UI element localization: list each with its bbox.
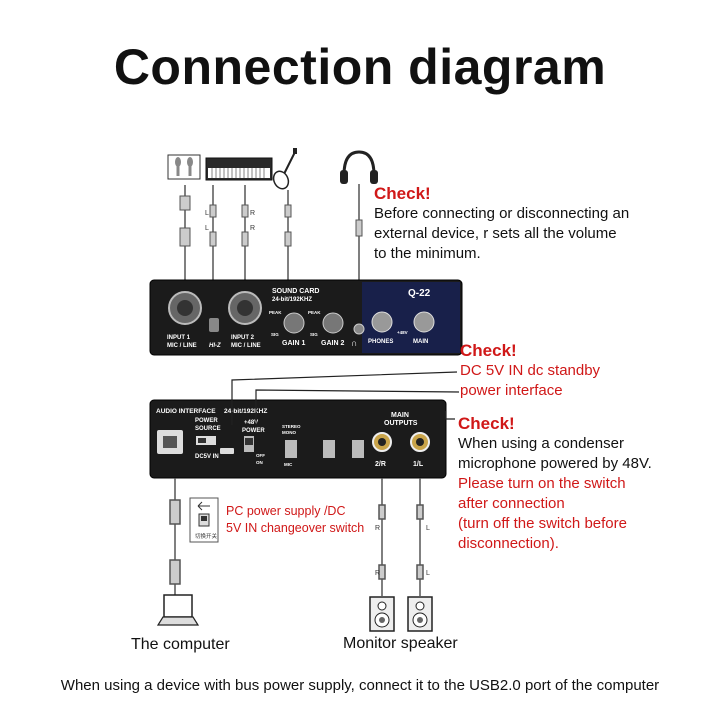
main-label: MAIN <box>413 339 428 345</box>
phantom-label: +48V <box>244 420 258 426</box>
svg-text:R: R <box>375 570 380 577</box>
computer-caption: The computer <box>131 636 230 653</box>
top-cable-labels: L L R R <box>205 210 255 232</box>
note-line: disconnection). <box>458 535 559 552</box>
switch-diagram-icon: 切换开关 <box>189 497 219 543</box>
svg-text:R: R <box>375 525 380 532</box>
outputs-sub-label: OUTPUTS <box>384 420 418 427</box>
front-spec-label: 24-bit/192KHZ <box>272 297 312 303</box>
out-l-label: 1/L <box>413 461 424 468</box>
phones-label: PHONES <box>368 339 393 345</box>
hiz-switch <box>209 318 219 332</box>
note-line: external device, r sets all the volume <box>374 225 617 242</box>
phones-knob <box>371 311 393 333</box>
speaker-icon-right <box>369 596 395 632</box>
gain2-label: GAIN 2 <box>321 340 344 347</box>
svg-text:L: L <box>426 525 430 532</box>
front-panel: SOUND CARD 24-bit/192KHZ Q-22 INPUT 1 MI… <box>149 279 463 356</box>
mono-label: MONO <box>282 430 296 435</box>
check-heading: Check! <box>374 184 431 203</box>
check-heading: Check! <box>458 414 515 433</box>
headphone-symbol-icon: ∩ <box>351 338 357 348</box>
gain2-knob <box>322 312 344 334</box>
computer-icon <box>156 594 200 626</box>
outputs-label: MAIN <box>391 412 409 419</box>
dc5v-port <box>220 448 234 454</box>
power-source-sub-label: SOURCE <box>195 426 221 432</box>
model-label: Q-22 <box>408 288 431 299</box>
bottom-cables <box>169 478 424 596</box>
input1-sub-label: MIC / LINE <box>167 343 197 349</box>
check-note-volume: Check! Before connecting or disconnectin… <box>374 184 629 264</box>
check-heading: Check! <box>460 341 517 360</box>
callout-lines <box>231 371 460 425</box>
bottom-cable-labels: R R L L <box>375 525 430 577</box>
note-line: DC 5V IN dc standby <box>460 362 601 379</box>
mode-switch-1 <box>285 440 297 458</box>
front-brand-label: SOUND CARD <box>272 288 319 295</box>
back-spec-label: 24-bit/192KHZ <box>224 408 267 415</box>
svg-text:R: R <box>250 210 255 217</box>
headphones-icon <box>340 150 378 184</box>
note-line: after connection <box>458 495 565 512</box>
power-source-label: POWER <box>195 418 218 424</box>
speaker-icon-left <box>407 596 433 632</box>
note-line: microphone powered by 48V. <box>458 455 652 472</box>
gain1-label: GAIN 1 <box>282 340 305 347</box>
main-knob <box>413 311 435 333</box>
input1-label: INPUT 1 <box>167 335 191 341</box>
phones-jack <box>353 323 365 335</box>
hiz-label: HI-Z <box>209 343 221 349</box>
footer-note: When using a device with bus power suppl… <box>60 677 660 694</box>
phantom-sub-label: POWER <box>242 428 265 434</box>
note-line: When using a condenser <box>458 435 624 452</box>
on-label: ON <box>256 460 263 465</box>
mic-label: MIC <box>284 462 293 467</box>
dc5v-label: DC5V IN <box>195 454 219 460</box>
front-48v-label: +48V <box>397 330 408 335</box>
switch-note-line: PC power supply /DC <box>226 504 346 518</box>
peak2-label: PEAK <box>308 310 321 315</box>
svg-text:L: L <box>205 210 209 217</box>
sig2-label: SIG <box>310 332 318 337</box>
mode-switch-3 <box>352 440 364 458</box>
svg-text:L: L <box>426 570 430 577</box>
note-line: to the minimum. <box>374 245 481 262</box>
sig1-label: SIG <box>271 332 279 337</box>
gain1-knob <box>283 312 305 334</box>
peak1-label: PEAK <box>269 310 282 315</box>
input2-sub-label: MIC / LINE <box>231 343 261 349</box>
speaker-caption: Monitor speaker <box>343 635 458 652</box>
off-label: OFF <box>256 453 265 458</box>
stereo-label: STEREO <box>282 424 301 429</box>
note-line: (turn off the switch before <box>458 515 627 532</box>
mode-switch-2 <box>323 440 335 458</box>
note-line: Please turn on the switch <box>458 475 626 492</box>
switch-icon-label: 切换开关 <box>195 532 218 540</box>
microphone-icons <box>167 154 201 180</box>
back-label: AUDIO INTERFACE <box>156 408 216 415</box>
keyboard-icon <box>205 157 273 181</box>
check-note-phantom: Check! When using a condenser microphone… <box>458 414 652 554</box>
switch-note-line: 5V IN changeover switch <box>226 521 365 535</box>
check-note-dc5v: Check! DC 5V IN dc standby power interfa… <box>460 341 600 401</box>
svg-text:L: L <box>205 225 209 232</box>
guitar-icon <box>272 148 297 190</box>
svg-text:R: R <box>250 225 255 232</box>
back-panel: AUDIO INTERFACE 24-bit/192KHZ POWER SOUR… <box>149 399 447 479</box>
switch-note: PC power supply /DC 5V IN changeover swi… <box>226 503 364 537</box>
page-title: Connection diagram <box>113 39 607 95</box>
out-r-label: 2/R <box>375 461 386 468</box>
note-line: Before connecting or disconnecting an <box>374 205 630 222</box>
input2-label: INPUT 2 <box>231 335 255 341</box>
note-line: power interface <box>460 382 563 399</box>
